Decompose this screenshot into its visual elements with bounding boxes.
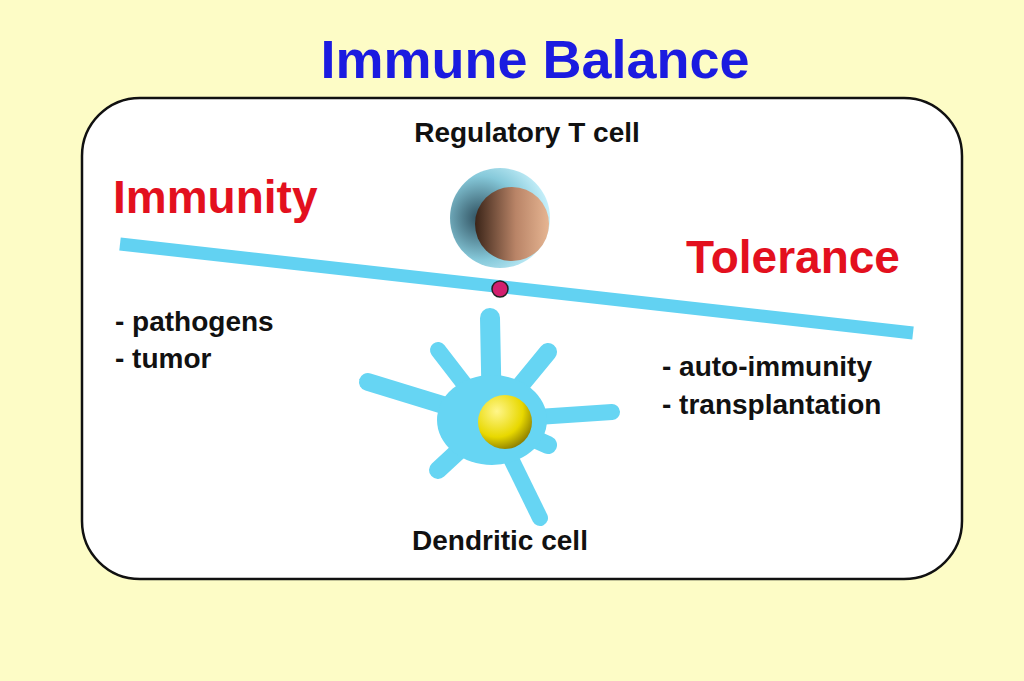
cell-nucleus [478,395,532,449]
cell-body [450,168,550,268]
cell-nucleus [475,187,549,261]
t-cell-node: Regulatory T cell [377,117,677,277]
diagram-title: Immune Balance [0,28,1024,90]
pivot-dot [492,281,508,297]
list-item: - auto-immunity [662,351,872,383]
panel [82,98,962,579]
dendritic-cell-node: Dendritic cell [340,298,660,560]
cell-illustration [340,298,660,560]
list-item: - transplantation [662,389,881,421]
side-heading: Tolerance [686,230,900,284]
cell-label: Dendritic cell [340,525,660,557]
cell-body [437,375,547,465]
side-heading: Immunity [113,170,317,224]
list-item: - pathogens [115,306,274,338]
list-item: - tumor [115,343,211,375]
cell-label: Regulatory T cell [377,117,677,149]
